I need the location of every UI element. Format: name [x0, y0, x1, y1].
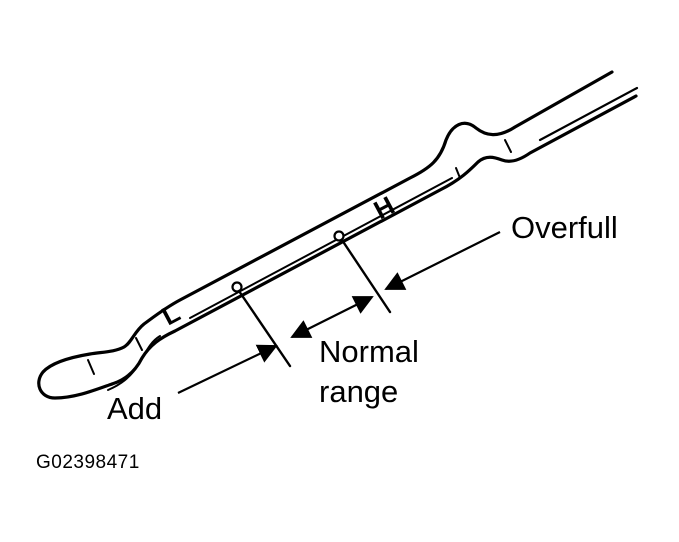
blade-inner-edge [107, 335, 161, 391]
blade-ridge-line-upper [538, 86, 639, 142]
overfull-label: Overfull [511, 210, 618, 245]
hatch-marks [87, 139, 512, 375]
add-hole [231, 281, 243, 293]
blade-upper-edge [37, 70, 614, 400]
leader-lines [237, 238, 392, 368]
add-arrow [177, 344, 278, 394]
figure-code: G02398471 [36, 452, 140, 473]
add-label: Add [107, 391, 162, 426]
add-leader [237, 289, 292, 368]
full-hole [333, 230, 345, 242]
full-leader [340, 238, 392, 314]
dipstick-blade [37, 70, 639, 400]
dimension-arrows [177, 231, 501, 394]
normal-label-line2: range [319, 374, 398, 409]
normal-label-line1: Normal [319, 334, 419, 369]
normal-range-arrow [290, 296, 374, 338]
overfull-arrow [384, 231, 501, 290]
blade-ridge-line [189, 177, 453, 319]
